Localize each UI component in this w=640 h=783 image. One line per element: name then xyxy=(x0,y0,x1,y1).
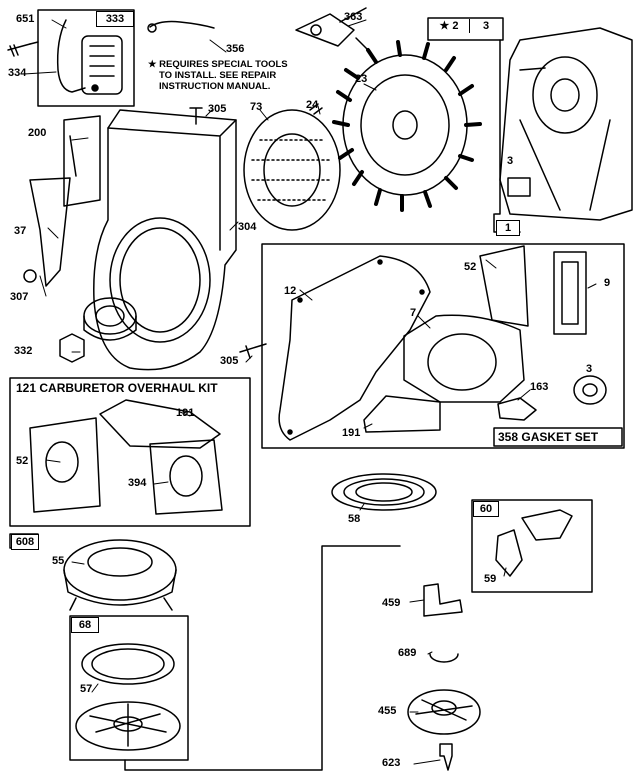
screw-307 xyxy=(23,269,37,283)
label-52-carb: 52 xyxy=(16,455,29,467)
handle-kit-frame xyxy=(471,499,593,593)
ignition-armature xyxy=(56,19,123,95)
screw-334 xyxy=(7,41,39,57)
label-623: 623 xyxy=(382,757,401,769)
gasket-7 xyxy=(403,314,525,403)
crankcase-bracket xyxy=(494,39,501,215)
carb-kit-title: 121 CARBURETOR OVERHAUL KIT xyxy=(16,381,218,395)
gasket-12 xyxy=(278,255,431,441)
stop-switch xyxy=(295,7,369,51)
seal-3 xyxy=(573,375,607,405)
label-394: 394 xyxy=(128,477,147,489)
label-651: 651 xyxy=(16,13,35,25)
label-163: 163 xyxy=(530,381,549,393)
note-star: ★ xyxy=(148,59,157,70)
starter-handle xyxy=(521,509,573,541)
label-689: 689 xyxy=(398,647,417,659)
gasket-394 xyxy=(149,439,223,515)
gasket-9 xyxy=(553,251,587,335)
leader-3a xyxy=(519,67,546,71)
label-363: 363 xyxy=(344,11,363,23)
label-73: 73 xyxy=(250,101,263,113)
gasket-set-frame xyxy=(261,243,625,449)
label-3-box: 3 xyxy=(471,19,501,33)
gasket-set-title: 358 GASKET SET xyxy=(498,430,599,444)
rotating-screen xyxy=(243,109,341,231)
note-line-3: INSTRUCTION MANUAL. xyxy=(159,81,271,92)
gasket-163 xyxy=(497,397,537,421)
special-tools-note: ★ REQUIRES SPECIAL TOOLS TO INSTALL. SEE… xyxy=(148,59,288,92)
label-9: 9 xyxy=(604,277,611,289)
starter-ratchet xyxy=(407,689,481,735)
retainer-ring xyxy=(429,653,459,663)
label-24: 24 xyxy=(306,99,319,111)
label-307: 307 xyxy=(10,291,29,303)
label-58: 58 xyxy=(348,513,361,525)
label-2-starred: ★ 2 xyxy=(429,19,470,33)
starter-rope xyxy=(81,643,175,685)
baffle-slot xyxy=(69,135,77,177)
gasket-191-carb xyxy=(99,399,221,449)
gasket-52-carb xyxy=(29,417,101,513)
label-305-lower: 305 xyxy=(220,355,239,367)
blower-housing xyxy=(93,109,237,371)
label-333: 333 xyxy=(96,11,134,27)
label-305-top: 305 xyxy=(208,103,227,115)
pulley-kit-frame xyxy=(69,615,189,761)
label-55: 55 xyxy=(52,555,65,567)
note-line-1: REQUIRES SPECIAL TOOLS xyxy=(159,59,288,70)
label-52-gasket: 52 xyxy=(464,261,477,273)
gasket-9-inner xyxy=(561,261,579,325)
label-3-seal: 3 xyxy=(586,363,593,375)
label-608: 608 xyxy=(11,534,39,550)
flywheel xyxy=(332,40,482,212)
crankcase-kit-frame xyxy=(427,17,504,41)
starter-screw xyxy=(439,743,453,771)
label-68: 68 xyxy=(71,617,99,633)
seal-3-bore xyxy=(582,383,598,397)
label-59: 59 xyxy=(484,573,497,585)
gasket-set-caption-frame xyxy=(493,427,623,447)
air-guide xyxy=(29,177,71,287)
label-57: 57 xyxy=(80,683,93,695)
label-23: 23 xyxy=(355,73,368,85)
gasket-191-lower xyxy=(363,395,441,433)
label-60: 60 xyxy=(473,501,499,517)
note-line-2: TO INSTALL. SEE REPAIR xyxy=(159,70,277,81)
label-1-box: 1 xyxy=(496,220,520,236)
starter-pulley xyxy=(75,701,181,751)
baffle xyxy=(63,115,101,207)
label-459: 459 xyxy=(382,597,401,609)
armature-kit-frame xyxy=(37,9,135,107)
rewind-starter xyxy=(63,539,177,611)
handle-insert-59 xyxy=(495,529,523,577)
label-332: 332 xyxy=(14,345,33,357)
carb-kit-frame xyxy=(9,377,251,527)
label-3-crankcase: 3 xyxy=(507,155,514,167)
starter-dog xyxy=(423,583,463,617)
ground-wire xyxy=(149,20,215,29)
label-191-gasket: 191 xyxy=(342,427,361,439)
label-200: 200 xyxy=(28,127,47,139)
label-304: 304 xyxy=(238,221,257,233)
label-191-carb: 191 xyxy=(176,407,195,419)
label-37: 37 xyxy=(14,225,27,237)
nut-332 xyxy=(59,333,85,363)
label-356: 356 xyxy=(226,43,245,55)
ground-wire-terminal xyxy=(147,23,157,33)
starter-cup xyxy=(83,297,137,341)
assembly-connector xyxy=(124,545,401,771)
recoil-spring xyxy=(331,473,437,511)
label-334: 334 xyxy=(8,67,27,79)
label-455: 455 xyxy=(378,705,397,717)
pin-24 xyxy=(309,103,323,115)
label-12: 12 xyxy=(284,285,297,297)
crankcase-cover xyxy=(499,27,633,221)
gasket-394-hole xyxy=(169,455,203,497)
label-7: 7 xyxy=(410,307,417,319)
gasket-52-carb-hole xyxy=(45,441,79,483)
gasket-52-top xyxy=(479,245,529,327)
